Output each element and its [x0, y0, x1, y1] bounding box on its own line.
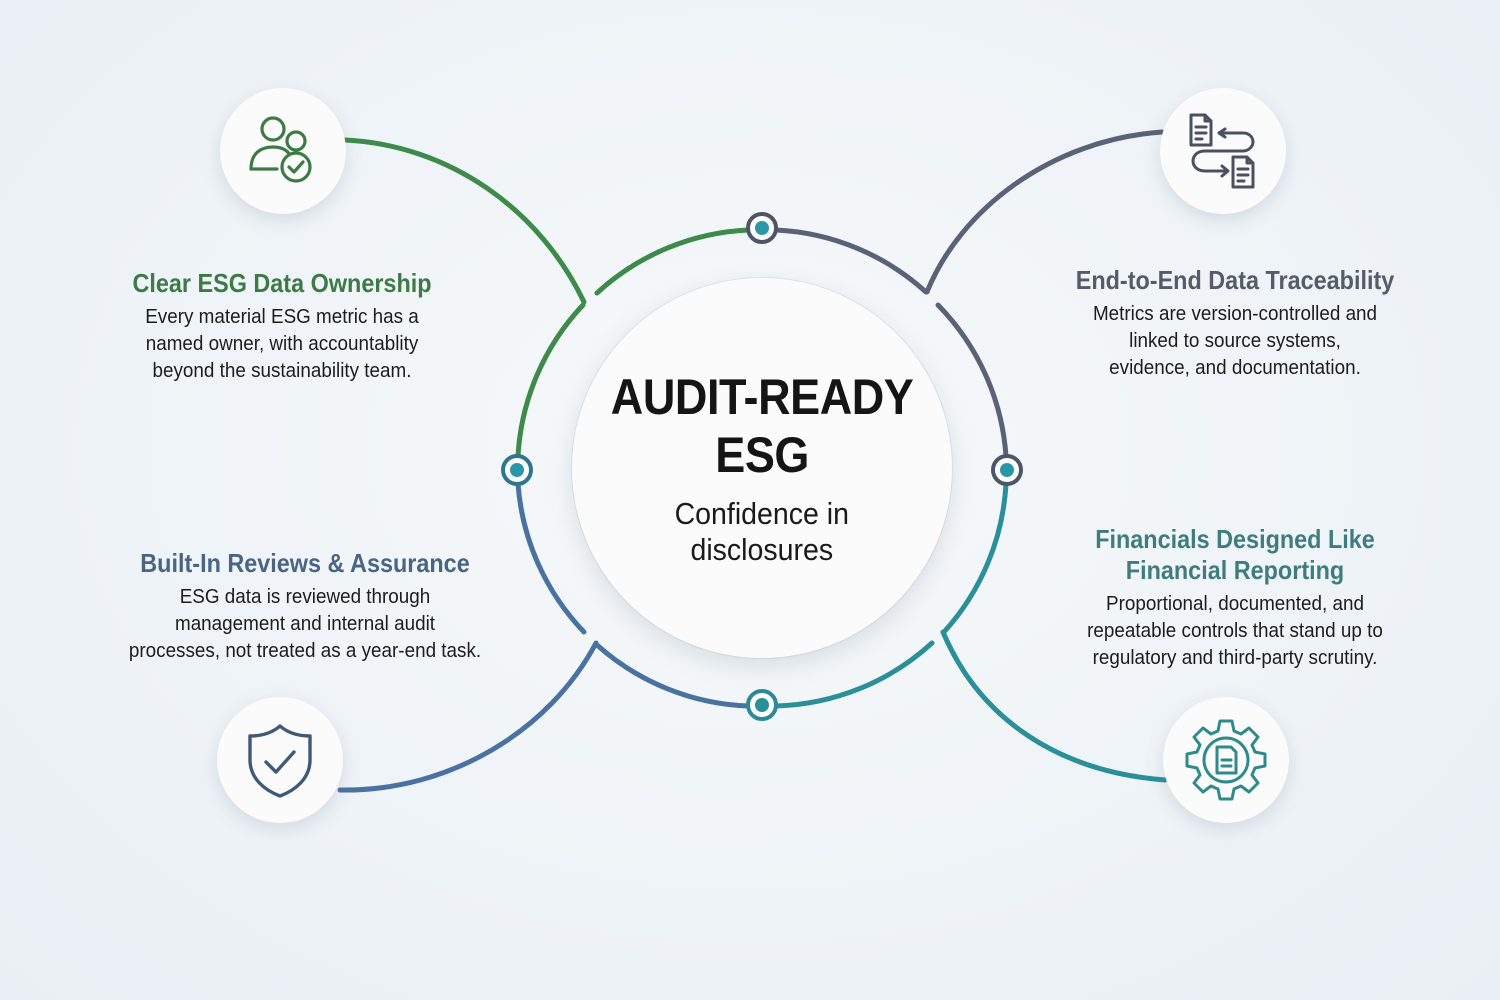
center-subtitle: Confidence in disclosures [675, 496, 849, 568]
connector-top-right [924, 129, 1165, 295]
card-body-line: regulatory and third-party scrutiny. [1092, 646, 1378, 669]
card-data-traceability: End-to-End Data Traceability Metrics are… [1030, 265, 1440, 381]
card-body-line: processes, not treated as a year-end tas… [128, 639, 482, 662]
ring-arc-bottom-right [773, 640, 935, 709]
card-body-line: Every material ESG metric has a [145, 305, 419, 328]
connector-bottom-left [337, 640, 599, 793]
card-body-line: evidence, and documentation. [1109, 356, 1361, 379]
ring-arc-right-upper [935, 302, 1009, 459]
center-title-line2: ESG [715, 427, 809, 483]
card-body: Every material ESG metric has a named ow… [115, 303, 450, 384]
card-body: ESG data is reviewed through management … [107, 583, 503, 664]
card-body-line: management and internal audit [174, 612, 436, 635]
card-body-line: repeatable controls that stand up to [1087, 619, 1383, 642]
card-body-line: named owner, with accountablity [145, 332, 419, 355]
gear-document-icon [1185, 719, 1267, 801]
card-title: Built-In Reviews & Assurance [140, 548, 470, 578]
connector-node-top [746, 212, 778, 244]
card-body: Metrics are version-controlled and linke… [1046, 300, 1423, 381]
card-data-ownership: Clear ESG Data Ownership Every material … [100, 268, 464, 384]
ring-arc-top-right [773, 227, 929, 295]
card-title: Financials Designed Like Financial Repor… [1051, 524, 1420, 586]
connector-node-right [991, 454, 1023, 486]
icon-badge-financial-controls [1163, 697, 1289, 823]
card-reviews-assurance: Built-In Reviews & Assurance ESG data is… [90, 548, 520, 664]
ring-arc-right-lower [941, 481, 1009, 635]
center-hub: AUDIT-READY ESG Confidence in disclosure… [572, 278, 952, 658]
connector-node-bottom [746, 689, 778, 721]
icon-badge-assurance [217, 697, 343, 823]
icon-badge-ownership [220, 88, 346, 214]
ring-arc-top-left [594, 227, 751, 296]
card-body-line: beyond the sustainability team. [152, 359, 412, 382]
center-subtitle-line1: Confidence in [674, 496, 850, 531]
card-financial-reporting: Financials Designed Like Financial Repor… [1030, 524, 1440, 671]
connector-top-left [342, 137, 587, 305]
connector-bottom-right [940, 629, 1168, 783]
icon-badge-traceability [1160, 88, 1286, 214]
card-title-line: Financial Reporting [1125, 555, 1345, 585]
center-title-line1: AUDIT-READY [610, 369, 914, 425]
card-title: End-to-End Data Traceability [1075, 265, 1395, 295]
card-body: Proportional, documented, and repeatable… [1046, 590, 1423, 671]
users-check-icon [249, 116, 312, 183]
center-title: AUDIT-READY ESG [611, 368, 914, 484]
ring-arc-left-lower [515, 481, 587, 635]
center-subtitle-line2: disclosures [690, 532, 834, 567]
card-body-line: Proportional, documented, and [1106, 592, 1364, 615]
connector-node-left [501, 454, 533, 486]
card-body-line: linked to source systems, [1129, 329, 1341, 352]
ring-arc-left-upper [515, 302, 586, 459]
card-body-line: Metrics are version-controlled and [1092, 302, 1378, 325]
shield-check-icon [248, 724, 312, 798]
card-title: Clear ESG Data Ownership [132, 268, 432, 298]
card-body-line: ESG data is reviewed through [179, 585, 431, 608]
card-title-line: Financials Designed Like [1095, 524, 1375, 554]
document-exchange-icon [1189, 113, 1255, 189]
ring-arc-bottom-left [594, 642, 751, 709]
